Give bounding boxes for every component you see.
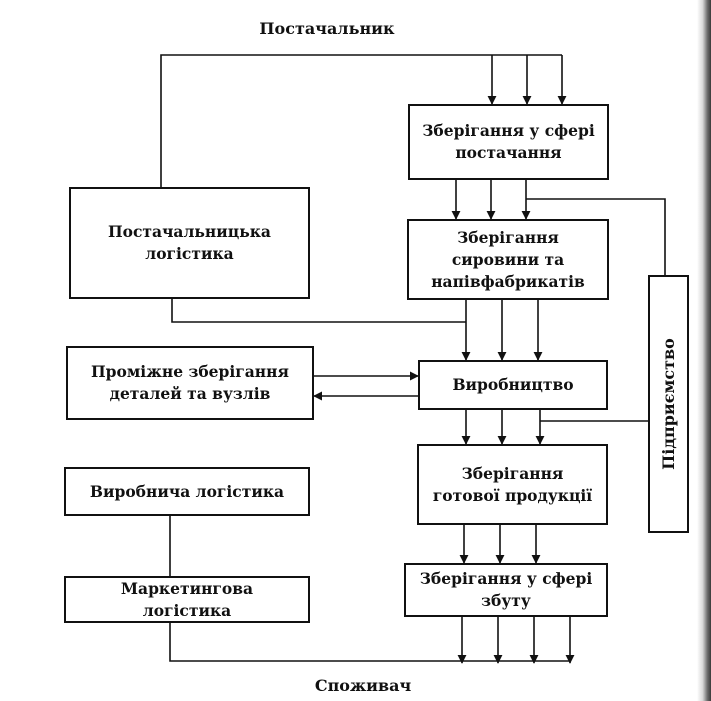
intermediate-storage-box: Проміжне зберігання деталей та вузлів xyxy=(66,346,314,420)
production-line-1: Виробництво xyxy=(452,375,574,394)
raw-storage-box: Зберігання сировини та напівфабрикатів xyxy=(407,219,609,300)
sales-storage-line-2: збуту xyxy=(481,591,531,610)
supply-storage-line-2: постачання xyxy=(455,143,562,162)
consumer-label: Споживач xyxy=(314,676,412,695)
supply-logistics-line-1: Постачальницька xyxy=(108,222,271,241)
supplier-feed-line xyxy=(160,54,562,187)
finished-storage-line-2: готової продукції xyxy=(432,485,593,505)
finished-storage-line-1: Зберігання xyxy=(461,463,564,483)
production-box: Виробництво xyxy=(418,360,608,410)
intermediate-storage-line-1: Проміжне зберігання xyxy=(91,362,289,381)
production-logistics-line-1: Виробнича логістика xyxy=(89,481,285,501)
intermediate-storage-line-2: деталей та вузлів xyxy=(109,384,271,403)
sales-storage-box: Зберігання у сфері збуту xyxy=(404,563,608,617)
sales-storage-line-1: Зберігання у сфері xyxy=(419,569,593,588)
marketing-logistics-box: Маркетингова логістика xyxy=(64,576,310,623)
marketing-logistics-line-1: Маркетингова xyxy=(120,578,254,598)
production-logistics-box: Виробнича логістика xyxy=(64,467,310,516)
raw-storage-line-3: напівфабрикатів xyxy=(431,271,585,291)
raw-storage-line-1: Зберігання xyxy=(457,227,559,247)
supply-storage-box: Зберігання у сфері постачання xyxy=(408,104,609,180)
supply-logistics-box: Постачальницька логістика xyxy=(69,187,310,299)
supply-logistics-connector xyxy=(171,299,466,323)
enterprise-label: Підприємство xyxy=(658,338,678,470)
page-edge-shadow xyxy=(697,0,711,701)
supply-storage-line-1: Зберігання у сфері xyxy=(422,121,595,140)
finished-storage-box: Зберігання готової продукції xyxy=(417,444,608,525)
supply-logistics-line-2: логістика xyxy=(145,244,234,263)
raw-storage-line-2: сировини та xyxy=(451,249,565,269)
consumer-feed-line xyxy=(169,623,570,662)
enterprise-bracket-top xyxy=(526,198,666,275)
enterprise-box: Підприємство xyxy=(648,275,689,533)
supplier-label: Постачальник xyxy=(259,19,395,38)
marketing-logistics-line-2: логістика xyxy=(142,600,232,620)
